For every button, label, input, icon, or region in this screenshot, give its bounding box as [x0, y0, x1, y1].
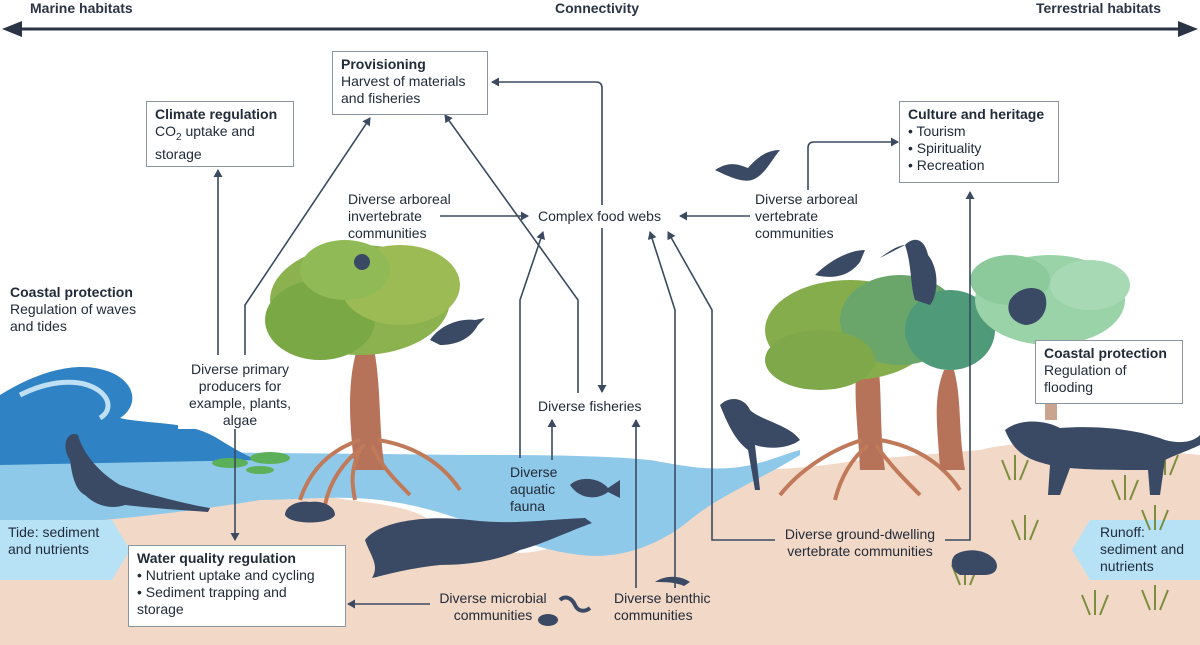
primary-producers-label: Diverse primary producers for example, p…	[178, 361, 302, 429]
crab-icon	[274, 501, 346, 530]
terrestrial-habitats-label: Terrestrial habitats	[1036, 0, 1162, 16]
arrow-producers-provisioning	[244, 117, 371, 355]
connection-arrows	[213, 77, 975, 609]
coastal-protection-left-box: Coastal protection Regulation of waves a…	[2, 280, 152, 344]
rodent-icon	[951, 550, 997, 575]
shrimp-icon	[655, 576, 690, 586]
arrow-foodwebs-provisioning	[491, 77, 603, 205]
coastal-right-text: Regulation of flooding	[1044, 362, 1127, 395]
climate-regulation-box: Climate regulation CO2 uptake and storag…	[146, 101, 294, 167]
culture-item: Spirituality	[908, 140, 1050, 157]
arrow-vert-culture	[807, 137, 899, 190]
connectivity-arrow	[2, 21, 1198, 37]
microbe-icon	[538, 614, 558, 626]
monkey-icon	[1008, 288, 1047, 325]
water-quality-box: Water quality regulation Nutrient uptake…	[128, 545, 346, 627]
water-quality-item: Nutrient uptake and cycling	[137, 567, 337, 584]
sawfish-icon	[65, 434, 210, 512]
arboreal-vertebrate-label: Diverse arboreal vertebrate communities	[755, 191, 858, 241]
culture-item: Recreation	[908, 157, 1050, 174]
coastal-protection-right-box: Coastal protection Regulation of floodin…	[1035, 340, 1183, 404]
culture-heritage-box: Culture and heritage Tourism Spiritualit…	[899, 101, 1059, 183]
climate-line2: storage	[155, 145, 202, 162]
provisioning-text: Harvest of materials and fisheries	[341, 73, 466, 106]
tide-label: Tide: sediment and nutrients	[8, 524, 100, 557]
coastal-left-text: Regulation of waves and tides	[10, 301, 137, 334]
algae-patches	[212, 452, 290, 474]
runoff-arrow-shape	[1072, 520, 1200, 580]
arrow-ground-culture	[945, 191, 975, 541]
bat-icon	[715, 150, 780, 181]
coastal-right-title: Coastal protection	[1044, 345, 1167, 361]
diverse-fisheries-label: Diverse fisheries	[538, 398, 642, 414]
terrestrial-tree	[970, 255, 1130, 420]
microbial-communities-label: Diverse microbial communities	[439, 590, 547, 623]
jaguar-icon	[1005, 421, 1200, 495]
tide-arrow-shape	[0, 520, 130, 580]
wave-crest	[18, 379, 111, 421]
connectivity-label: Connectivity	[555, 0, 640, 16]
provisioning-title: Provisioning	[341, 56, 426, 72]
culture-title: Culture and heritage	[908, 106, 1045, 122]
fish-icon	[570, 478, 620, 498]
coastal-left-title: Coastal protection	[10, 284, 133, 300]
aquatic-fauna-label: Diverse aquatic fauna	[510, 464, 558, 514]
worm-icon	[558, 595, 592, 613]
complex-food-webs-label: Complex food webs	[538, 208, 661, 224]
spoonbill-icon	[880, 239, 937, 305]
wave-shape	[0, 366, 260, 465]
mangrove-tree-right	[765, 275, 995, 501]
arrow-fisheries-provisioning	[444, 114, 579, 393]
benthic-communities-label: Diverse benthic communities	[614, 590, 711, 623]
crow-icon-right	[815, 250, 865, 277]
water-shape	[0, 450, 800, 556]
water-quality-item: Sediment trapping and storage	[137, 584, 337, 618]
provisioning-box: Provisioning Harvest of materials and fi…	[332, 51, 488, 115]
marine-habitats-label: Marine habitats	[30, 0, 133, 16]
climate-line1: CO2 uptake and	[155, 123, 255, 143]
crocodile-icon	[365, 518, 592, 578]
culture-item: Tourism	[908, 123, 1050, 140]
climate-title: Climate regulation	[155, 106, 278, 122]
arrow-ground-foodwebs	[667, 231, 775, 541]
ground-dwelling-label: Diverse ground-dwelling vertebrate commu…	[784, 526, 936, 559]
ibis-icon	[720, 398, 800, 490]
runoff-label: Runoff: sediment and nutrients	[1100, 524, 1185, 574]
arrow-benthic-foodwebs	[647, 231, 676, 588]
arboreal-invertebrate-label: Diverse arboreal invertebrate communitie…	[348, 191, 451, 241]
spider-icon	[354, 254, 370, 270]
arrow-fauna-foodwebs	[519, 231, 546, 458]
crow-icon-left	[430, 318, 485, 345]
water-quality-title: Water quality regulation	[137, 550, 296, 566]
mangrove-tree-left	[265, 240, 462, 506]
